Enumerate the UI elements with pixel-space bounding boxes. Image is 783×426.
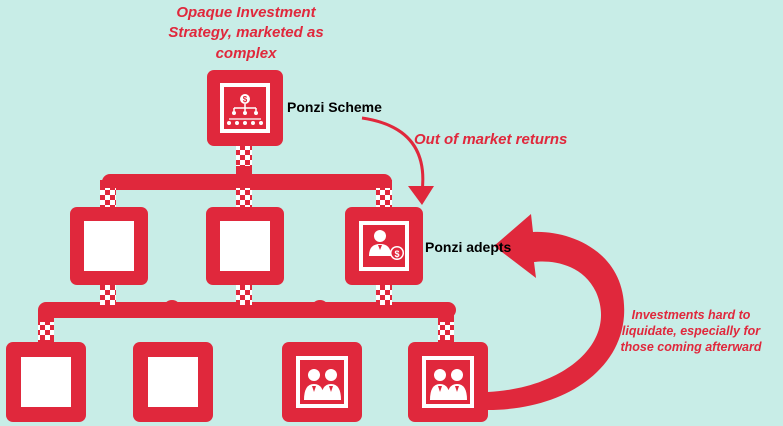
level2-box-2 bbox=[133, 342, 213, 422]
svg-text:$: $ bbox=[243, 95, 248, 104]
two-people-icon bbox=[304, 369, 341, 400]
top-note: Opaque Investment Strategy, marketed as … bbox=[140, 3, 352, 64]
level2-box-4 bbox=[408, 342, 488, 422]
top-note-line-1: Opaque Investment bbox=[176, 4, 316, 21]
returns-note: Out of market returns bbox=[414, 131, 568, 148]
two-people-icon bbox=[430, 369, 467, 400]
level2-box-3 bbox=[282, 342, 362, 422]
top-note-line-3: complex bbox=[215, 44, 277, 62]
returns-arrow bbox=[361, 116, 434, 205]
svg-text:$: $ bbox=[394, 249, 399, 259]
level1-box-1 bbox=[70, 207, 148, 285]
checkered-joints bbox=[38, 146, 454, 340]
pyramid-hierarchy-dollar-icon: $ bbox=[227, 94, 263, 125]
ponzi-scheme-box: $ bbox=[207, 70, 283, 146]
ponzi-scheme-label: Ponzi Scheme bbox=[287, 99, 382, 115]
ponzi-adept-box: $ bbox=[345, 207, 423, 285]
level1-box-2 bbox=[206, 207, 284, 285]
investments-note-line-2: liquidate, especially for bbox=[621, 324, 761, 338]
investments-note-line-1: Investments hard to bbox=[631, 308, 751, 322]
investments-note-line-3: those coming afterward bbox=[620, 340, 762, 354]
top-note-line-2: Strategy, marketed as bbox=[168, 24, 324, 42]
investments-arrow bbox=[488, 214, 625, 410]
investments-note: Investments hard to liquidate, especiall… bbox=[600, 307, 782, 355]
person-dollar-icon: $ bbox=[369, 230, 404, 260]
ponzi-adepts-label: Ponzi adepts bbox=[425, 239, 512, 255]
level2-box-1 bbox=[6, 342, 86, 422]
